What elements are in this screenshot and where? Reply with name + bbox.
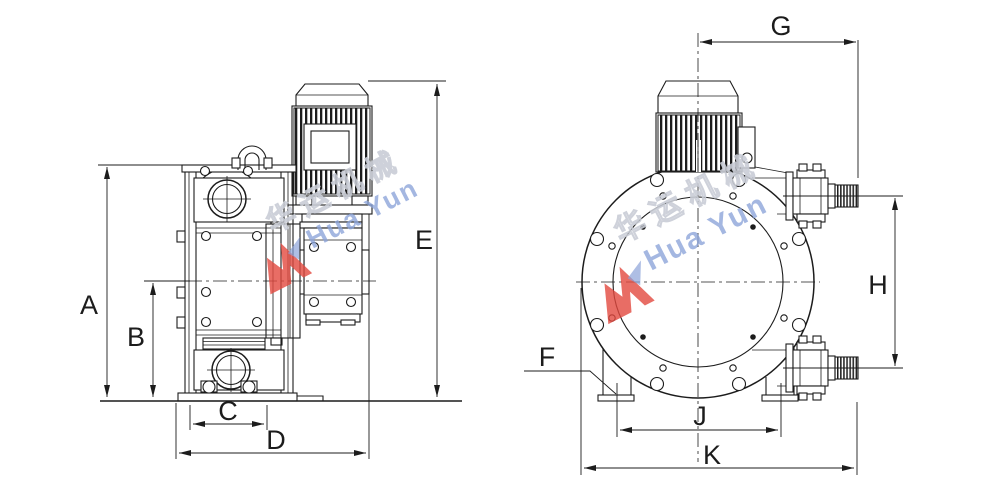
dim-label-f: F	[539, 342, 556, 372]
dim-label-e: E	[415, 225, 433, 255]
dim-label-c: C	[218, 396, 238, 426]
side-motor	[287, 83, 373, 223]
dim-label-b: B	[127, 322, 145, 352]
dim-label-h: H	[868, 270, 888, 300]
lifting-handle	[231, 145, 273, 170]
dimension-J: J	[616, 383, 782, 437]
dimension-K: K	[580, 288, 858, 475]
dimension-F: F	[524, 342, 617, 395]
dimension-D: D	[175, 214, 370, 459]
frame-studs	[176, 230, 263, 329]
side-view: A B C D E	[80, 80, 462, 459]
dimension-C: C	[189, 396, 268, 430]
brand-logo	[266, 242, 313, 295]
side-gearbox	[291, 221, 370, 401]
upper-port	[193, 176, 285, 223]
discharge-fitting	[752, 163, 903, 229]
brand-logo	[604, 266, 655, 325]
dim-label-g: G	[770, 11, 791, 41]
dim-label-k: K	[703, 440, 721, 470]
dim-label-a: A	[80, 290, 98, 320]
side-frame	[176, 145, 298, 402]
base-plate	[177, 380, 298, 402]
dimension-E: E	[368, 80, 446, 397]
front-motor	[655, 80, 794, 179]
dimension-A: A	[80, 164, 188, 397]
dim-label-d: D	[266, 425, 286, 455]
dimension-H: H	[868, 198, 898, 366]
dimension-G: G	[700, 11, 859, 178]
dim-label-j: J	[693, 401, 707, 431]
suction-fitting	[751, 335, 904, 401]
front-view: G H J K F	[524, 11, 904, 475]
dimension-B: B	[127, 280, 190, 397]
motor-nameplate	[303, 123, 357, 171]
